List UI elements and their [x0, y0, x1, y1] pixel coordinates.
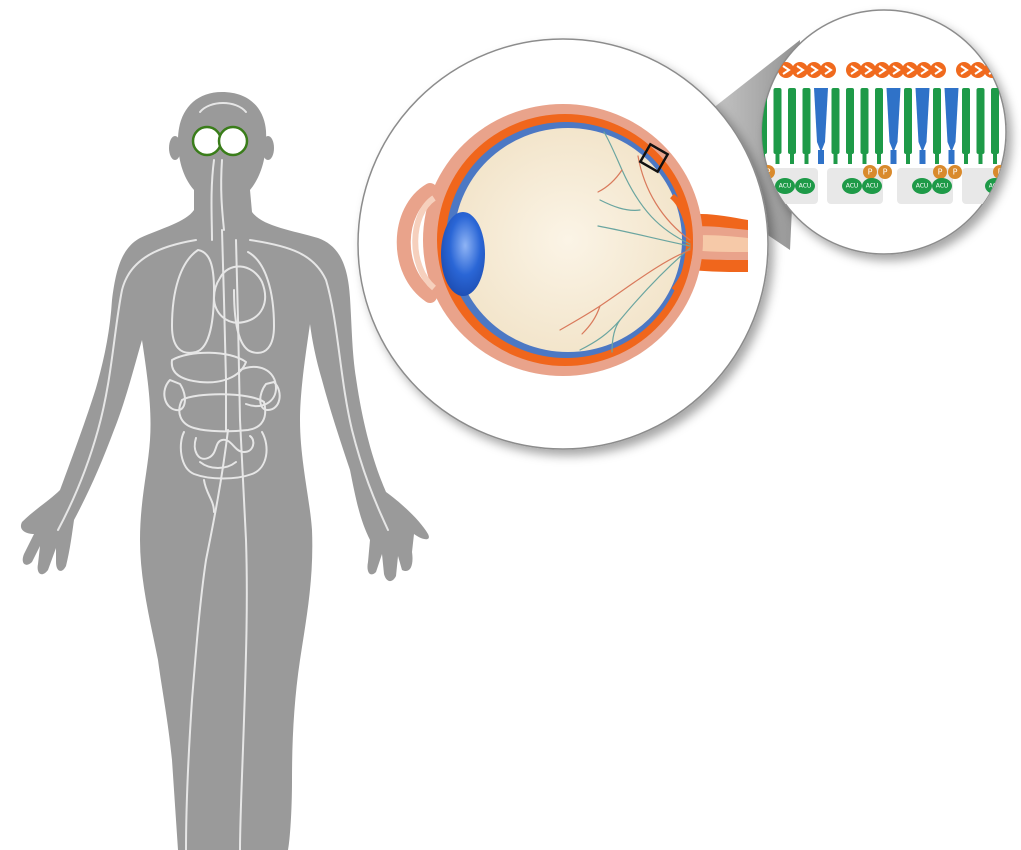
acu-label: ACU	[936, 183, 949, 190]
pigment-cell-icon	[806, 62, 822, 78]
acu-label: ACU	[916, 183, 929, 190]
retina-photoreceptor-icon: PPPPPPACUACUACUACUACUACUACU	[759, 10, 1021, 254]
acu-label: ACU	[799, 183, 812, 190]
cone-stalk	[834, 152, 838, 164]
p-label: P	[868, 168, 873, 177]
pigment-cell-icon	[902, 62, 918, 78]
cone-stalk	[805, 152, 809, 164]
cone-stalk	[906, 152, 910, 164]
acu-label: ACU	[846, 183, 859, 190]
cone-stalk	[790, 152, 794, 164]
pigment-mark-icon	[1003, 66, 1009, 74]
pigment-cell-icon	[820, 62, 836, 78]
cone-stalk	[848, 152, 852, 164]
cone-cell	[846, 88, 854, 154]
cone-stalk	[863, 152, 867, 164]
p-label: P	[883, 168, 888, 177]
cone-cell	[803, 88, 811, 154]
pigment-cell-icon	[916, 62, 932, 78]
cone-stalk	[877, 152, 881, 164]
cone-cell	[977, 88, 985, 154]
cone-cell	[933, 88, 941, 154]
acu-label: ACU	[866, 183, 879, 190]
pigment-cell-icon	[792, 62, 808, 78]
cone-stalk	[993, 152, 997, 164]
pigment-mark-icon	[1017, 66, 1021, 74]
rod-stalk	[949, 150, 955, 164]
left-eye-marker-icon	[193, 127, 221, 155]
acu-label: ACU	[779, 183, 792, 190]
rod-stalk	[920, 150, 926, 164]
p-label: P	[938, 168, 943, 177]
pigment-cell-icon	[874, 62, 890, 78]
cone-cell	[904, 88, 912, 154]
cone-cell	[774, 88, 782, 154]
rod-stalk	[818, 150, 824, 164]
pigment-cell-icon	[846, 62, 862, 78]
right-eye-marker-icon	[219, 127, 247, 155]
p-label: P	[953, 168, 958, 177]
cone-stalk	[776, 152, 780, 164]
rod-stalk	[891, 150, 897, 164]
eye-cross-section-icon	[358, 39, 768, 449]
pigment-cell-icon	[930, 62, 946, 78]
cone-stalk	[979, 152, 983, 164]
pigment-cell-icon	[998, 62, 1014, 78]
cone-cell	[991, 88, 999, 154]
cone-stalk	[935, 152, 939, 164]
cone-cell	[861, 88, 869, 154]
cone-cell	[875, 88, 883, 154]
cone-stalk	[964, 152, 968, 164]
pigment-cell-icon	[888, 62, 904, 78]
pigment-cell-icon	[860, 62, 876, 78]
cone-cell	[788, 88, 796, 154]
pigment-cell-icon	[956, 62, 972, 78]
pigment-cell-icon	[970, 62, 986, 78]
cone-cell	[962, 88, 970, 154]
pigment-cell-icon	[1012, 62, 1021, 78]
cone-cell	[832, 88, 840, 154]
